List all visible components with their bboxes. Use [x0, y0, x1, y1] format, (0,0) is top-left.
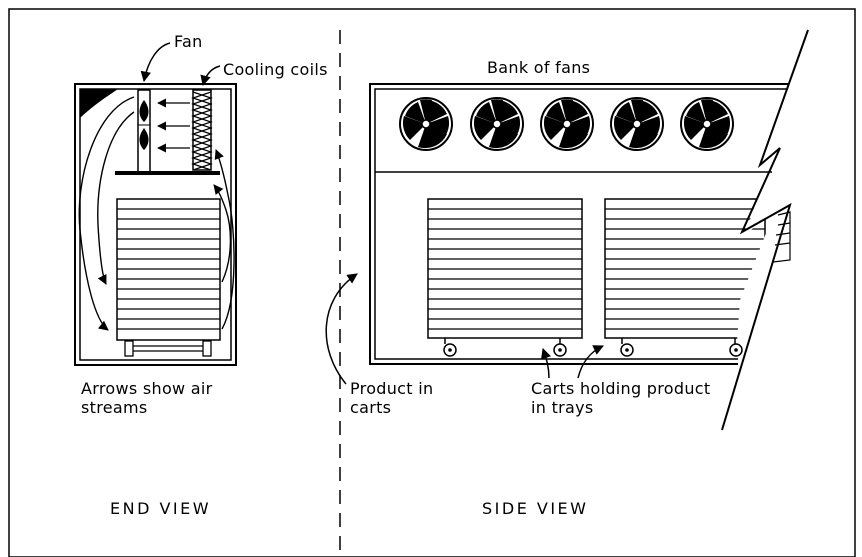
label-side-view: SIDE VIEW	[482, 499, 588, 518]
label-cooling-coils: Cooling coils	[223, 60, 328, 79]
side-view-housing-outer	[369, 83, 788, 365]
label-carts-line1: Carts holding product	[531, 379, 710, 398]
end-view-air-stream-arrows	[78, 96, 235, 331]
label-bank-of-fans: Bank of fans	[487, 58, 590, 77]
end-view-shelf	[115, 171, 220, 175]
fan-unit	[540, 97, 594, 151]
side-view	[325, 29, 809, 431]
fan-unit	[680, 97, 734, 151]
side-view-break-line	[721, 29, 809, 431]
outer-frame	[8, 8, 856, 557]
end-view-leader-arrows	[140, 42, 221, 87]
side-view-cart	[427, 198, 583, 357]
fan-unit	[399, 97, 453, 151]
end-view-housing-outer	[74, 83, 237, 366]
label-arrows-line1: Arrows show air	[81, 379, 213, 398]
label-fan: Fan	[174, 32, 203, 51]
label-carts-line2: in trays	[531, 398, 594, 417]
label-arrows-line2: streams	[81, 398, 148, 417]
end-view-corner-fill	[80, 89, 118, 118]
end-view-cart-base	[124, 340, 212, 357]
label-end-view: END VIEW	[110, 499, 211, 518]
end-view-fan	[137, 89, 151, 173]
fan-unit	[470, 97, 524, 151]
end-view	[74, 83, 237, 366]
label-product-line2: carts	[350, 398, 391, 417]
fan-unit-partial	[751, 98, 803, 150]
side-view-cart	[604, 198, 766, 357]
label-product-line1: Product in	[350, 379, 433, 398]
side-view-bank-of-fans	[399, 97, 803, 151]
side-view-housing-inner	[374, 88, 788, 360]
side-view-leader-arrows	[325, 273, 604, 385]
end-view-flow-arrows	[157, 98, 190, 153]
end-view-tray-stack	[116, 198, 221, 341]
end-view-cooling-coils	[191, 89, 213, 171]
fan-unit	[610, 97, 664, 151]
